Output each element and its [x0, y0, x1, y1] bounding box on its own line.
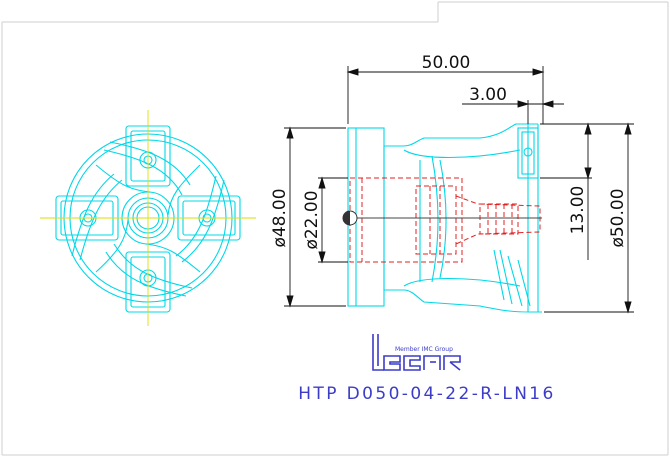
dimension-lines	[284, 66, 634, 314]
dim-overall-length: 50.00	[422, 53, 471, 73]
side-insert	[517, 127, 539, 179]
dim-flange-offset: 3.00	[469, 85, 507, 105]
bore-hidden	[349, 177, 463, 263]
dim-bore-diameter: ø22.00	[302, 190, 322, 249]
part-number: HTP D050-04-22-R-LN16	[298, 384, 556, 404]
iscar-logo	[372, 334, 461, 371]
screw-hidden	[479, 203, 519, 235]
dim-body-diameter: ø48.00	[270, 188, 290, 247]
dimension-labels: 50.00 3.00 ø48.00 ø22.00 13.00 ø50.00	[270, 53, 628, 250]
front-view-centerlines	[40, 110, 256, 326]
dim-cutting-diameter: ø50.00	[608, 188, 628, 247]
logo-tagline: Member IMC Group	[395, 346, 453, 353]
hidden-details	[349, 177, 541, 263]
dim-insert-height: 13.00	[568, 186, 588, 235]
side-axis	[342, 210, 542, 226]
